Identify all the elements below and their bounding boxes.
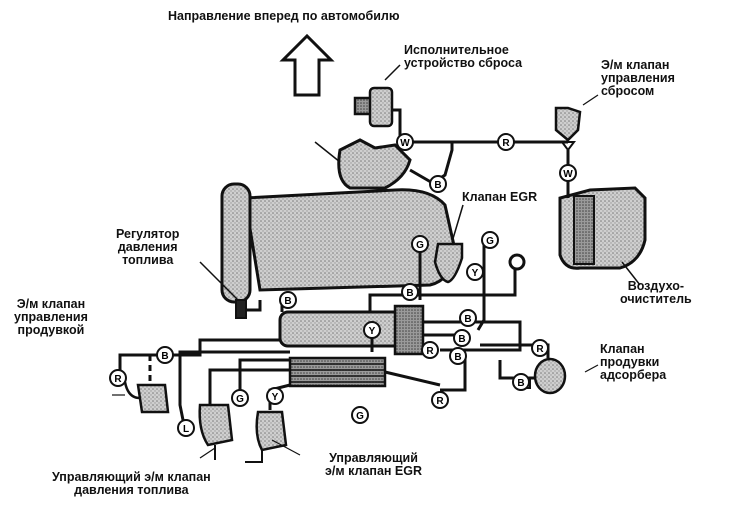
svg-text:B: B	[517, 378, 524, 389]
label-reset-actuator: Исполнительное устройство сброса	[404, 43, 523, 70]
fuel-rail-block	[278, 304, 425, 356]
svg-text:B: B	[464, 314, 471, 325]
hose-badge-g-egr-left: G	[411, 235, 429, 253]
purge-solenoid-valve	[123, 381, 170, 414]
page-title: Направление вперед по автомобилю	[168, 9, 400, 23]
egr-control-solenoid	[245, 410, 288, 463]
label-egr-solenoid: Управляющий э/м клапан EGR	[325, 451, 423, 478]
svg-text:R: R	[114, 374, 122, 385]
hose-badge-b-right-3: B	[449, 347, 467, 365]
hose-badge-y-rail: Y	[363, 321, 381, 339]
svg-text:B: B	[161, 351, 168, 362]
svg-text:B: B	[458, 334, 465, 345]
svg-text:B: B	[406, 288, 413, 299]
fuel-pressure-control-solenoid	[198, 403, 234, 460]
forward-arrow-icon	[279, 33, 335, 97]
hose-badge-w-top: W	[396, 133, 414, 151]
hose-badge-y-solenoids: Y	[266, 387, 284, 405]
hose-badge-r-canister: R	[531, 339, 549, 357]
svg-text:G: G	[486, 236, 494, 247]
egr-valve	[433, 204, 464, 284]
hose-badge-r-bottom: R	[431, 391, 449, 409]
svg-text:L: L	[183, 424, 189, 435]
label-fuel-pressure-regulator: Регулятор давления топлива	[116, 227, 180, 267]
hose-badge-b-left: B	[156, 346, 174, 364]
reset-solenoid-valve	[554, 106, 582, 152]
label-purge-solenoid: Э/м клапан управления продувкой	[14, 297, 88, 337]
svg-text:B: B	[454, 352, 461, 363]
hose-badge-g-solenoids: G	[231, 389, 249, 407]
svg-text:G: G	[356, 411, 364, 422]
reset-actuator	[353, 64, 401, 128]
svg-text:W: W	[400, 138, 410, 149]
canister-purge-valve	[519, 357, 567, 395]
hose-badge-r-top: R	[497, 133, 515, 151]
svg-text:Y: Y	[472, 268, 479, 279]
hose-badge-b-right-2: B	[453, 329, 471, 347]
svg-text:B: B	[434, 180, 441, 191]
hose-badge-r-mid: R	[421, 341, 439, 359]
hose-badge-r-left: R	[109, 369, 127, 387]
hose-badge-g-egr-right: G	[481, 231, 499, 249]
label-egr-valve: Клапан EGR	[462, 190, 538, 204]
svg-text:Y: Y	[272, 392, 279, 403]
svg-text:G: G	[416, 240, 424, 251]
throttle-body	[314, 138, 412, 190]
label-canister-purge-valve: Клапан продувки адсорбера	[600, 342, 667, 382]
hose-badge-g-bottom: G	[351, 406, 369, 424]
svg-text:B: B	[284, 296, 291, 307]
egr-modulator-icon	[508, 253, 526, 271]
hose-badge-w-right: W	[559, 164, 577, 182]
hose-badge-y-egr: Y	[466, 263, 484, 281]
label-fuel-pressure-solenoid: Управляющий э/м клапан давления топлива	[52, 470, 211, 497]
leader-lines	[112, 94, 599, 459]
svg-text:R: R	[502, 138, 510, 149]
hose-badge-l: L	[177, 419, 195, 437]
label-air-cleaner: Воздухо- очиститель	[620, 279, 692, 306]
hose-badge-b-rail: B	[279, 291, 297, 309]
hose-badge-b-right-1: B	[459, 309, 477, 327]
air-cleaner	[558, 186, 647, 286]
svg-text:W: W	[563, 169, 573, 180]
svg-text:R: R	[536, 344, 544, 355]
intake-plenum	[220, 182, 457, 304]
hose-badge-b-mid: B	[401, 283, 419, 301]
svg-text:Y: Y	[369, 326, 376, 337]
svg-text:G: G	[236, 394, 244, 405]
hose-badge-b-throttle: B	[429, 175, 447, 193]
svg-text:R: R	[436, 396, 444, 407]
hose-bundle	[288, 356, 387, 388]
hose-badge-b-canister: B	[512, 373, 530, 391]
svg-text:R: R	[426, 346, 434, 357]
label-reset-solenoid: Э/м клапан управления сбросом	[601, 58, 675, 98]
